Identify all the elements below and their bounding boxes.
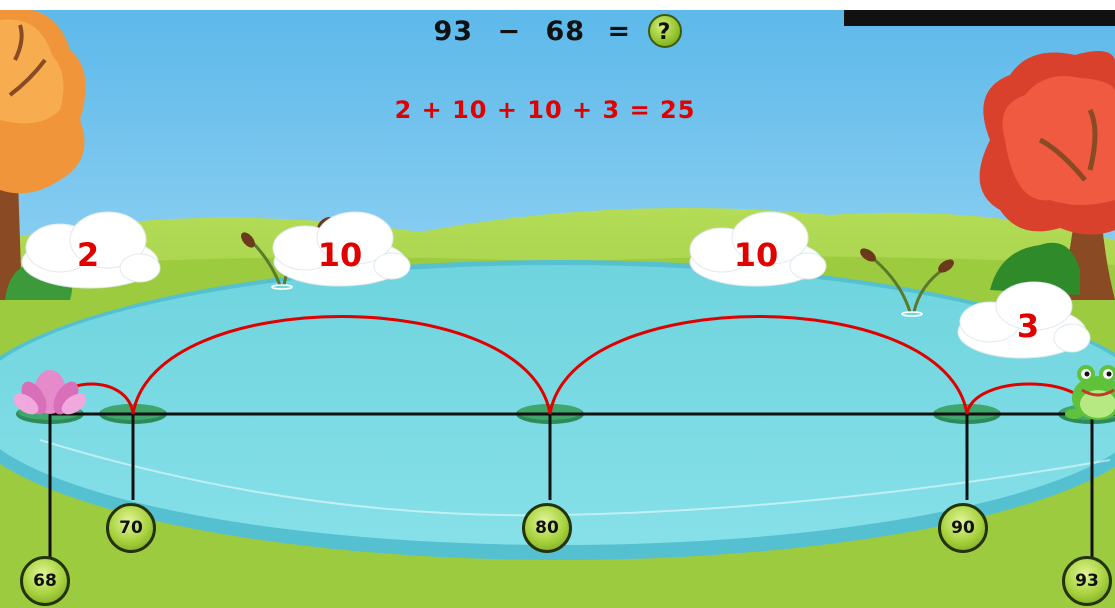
lotus-flower-icon bbox=[13, 370, 87, 415]
jump-label-1: 2 bbox=[76, 236, 100, 274]
toolbar-strip bbox=[844, 10, 1115, 26]
question-equals: = bbox=[607, 15, 632, 47]
number-line bbox=[48, 412, 1115, 560]
left-tree bbox=[0, 8, 86, 300]
jump-label-3: 10 bbox=[733, 236, 779, 274]
number-pad-68[interactable]: 68 bbox=[20, 556, 70, 606]
number-pad-93[interactable]: 93 bbox=[1062, 556, 1112, 606]
cloud-jump-4 bbox=[957, 281, 1091, 359]
jump-arc-2 bbox=[131, 315, 552, 415]
frog-icon bbox=[1065, 365, 1115, 420]
cloud-jump-3 bbox=[689, 211, 827, 287]
number-pad-90[interactable]: 90 bbox=[938, 503, 988, 553]
number-pad-80[interactable]: 80 bbox=[522, 503, 572, 553]
question: 93 − 68 = ? bbox=[0, 14, 1115, 48]
right-tree bbox=[979, 51, 1115, 300]
cloud-jump-2 bbox=[272, 211, 411, 287]
question-left-number: 93 bbox=[433, 15, 474, 47]
cloud-jump-1 bbox=[21, 211, 161, 289]
question-right-number: 68 bbox=[545, 15, 586, 47]
jump-arc-3 bbox=[548, 315, 969, 415]
jump-sum-equation: 2 + 10 + 10 + 3 = 25 bbox=[394, 96, 696, 124]
question-mark-icon[interactable]: ? bbox=[647, 14, 682, 48]
top-strip bbox=[0, 0, 1115, 10]
question-operator: − bbox=[497, 15, 522, 47]
jump-label-2: 10 bbox=[317, 236, 363, 274]
jump-label-4: 3 bbox=[1016, 307, 1040, 345]
number-pad-70[interactable]: 70 bbox=[106, 503, 156, 553]
